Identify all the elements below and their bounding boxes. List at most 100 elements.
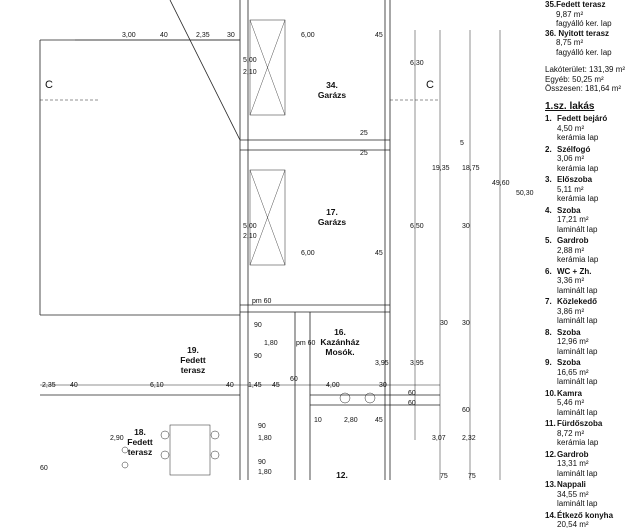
wall-lines	[39, 0, 501, 480]
room-19-num: 19.	[187, 345, 199, 355]
legend-room-number: 12.	[545, 449, 557, 459]
legend-room-heading: 1. Fedett bejáró	[545, 114, 640, 124]
room-17-num: 17.	[326, 207, 338, 217]
room-34-name: Garázs	[318, 90, 347, 100]
legend-room-name: Kamra	[557, 388, 582, 398]
legend-room-area: 2,88 m²	[557, 245, 585, 255]
room-34-num: 34.	[326, 80, 338, 90]
dimension-label: 90	[254, 322, 262, 329]
dimension-label: 60	[408, 400, 416, 407]
legend-room-heading: 9.Szoba	[545, 358, 640, 368]
summary-total-area: Összesen: 181,64 m²	[545, 84, 622, 93]
legend-room-heading: 11.Fürdőszoba	[545, 419, 640, 429]
legend-room-number: 10.	[545, 388, 557, 398]
dimension-label: 25	[360, 130, 368, 137]
room-19-sub: terasz	[181, 365, 206, 375]
dimension-label: 40	[70, 382, 78, 389]
legend-room-name: Szoba	[557, 205, 581, 215]
dimension-label: 49,60	[492, 180, 510, 187]
room-17-name: Garázs	[318, 217, 347, 227]
legend-item-title: 35.Fedett terasz	[545, 0, 606, 9]
legend-room-area: 5,11 m²	[557, 184, 584, 194]
room-18-num: 18.	[134, 427, 146, 437]
area-summary: Lakóterület: 131,39 m² Egyéb: 50,25 m² Ö…	[545, 65, 640, 94]
legend-room-finish: laminált lap	[557, 468, 598, 478]
legend-room-name: Gardrob	[557, 449, 589, 459]
dimension-label: 45	[375, 32, 383, 39]
room-16-num: 16.	[334, 327, 346, 337]
legend-room-number: 13.	[545, 480, 557, 489]
dimension-label: 60	[408, 390, 416, 397]
legend-room-number: 4.	[545, 205, 552, 215]
legend-room-heading: 13.Nappali	[545, 480, 640, 490]
legend-room-heading: 6.WC + Zh.	[545, 267, 640, 277]
legend-room-heading: 14.Étkező konyha	[545, 511, 640, 521]
room-label-17: 17.Garázs	[318, 207, 347, 227]
legend-room-number: 7.	[545, 297, 552, 306]
dimension-label: 25	[360, 150, 368, 157]
section-mark-right: C	[426, 79, 434, 91]
dimension-label: 60	[290, 376, 298, 383]
dimension-label: 60	[462, 407, 470, 414]
summary-other-area: Egyéb: 50,25 m²	[545, 74, 604, 84]
dimension-label: 90	[258, 423, 266, 430]
legend-room-area: 17,21 m²	[557, 215, 589, 224]
legend-room-heading: 7. Közlekedő	[545, 297, 640, 307]
summary-living-area: Lakóterület: 131,39 m²	[545, 65, 626, 74]
dimension-label: 30	[227, 32, 235, 39]
legend-room-heading: 5. Gardrob	[545, 236, 640, 246]
legend-room-number: 2.	[545, 144, 552, 154]
room-label-34: 34.Garázs	[318, 80, 347, 100]
legend-room-name: Étkező konyha	[557, 510, 614, 520]
dimension-label: 3,07	[432, 435, 446, 442]
legend-room-finish: kerámia lap	[557, 438, 599, 447]
dimension-label: 45	[375, 417, 383, 424]
legend-room-finish: laminált lap	[557, 285, 598, 295]
legend-room-number: 1.	[545, 114, 552, 123]
room-16-sub: Mosók.	[325, 347, 354, 357]
legend-room-name: Közlekedő	[557, 297, 598, 306]
dimension-label: 6,00	[301, 250, 315, 257]
legend-top-item: 35.Fedett terasz 9,87 m² fagyálló ker. l…	[545, 0, 640, 29]
dimension-label: 45	[375, 250, 383, 257]
dimension-label: 19,35	[432, 165, 450, 172]
legend-room-finish: kerámia lap	[557, 133, 599, 142]
legend-room-name: Gardrob	[557, 236, 589, 245]
legend-room-number: 5.	[545, 236, 552, 245]
legend-room-finish: laminált lap	[557, 499, 598, 508]
legend-room-number: 6.	[545, 266, 552, 276]
legend-room-heading: 8.Szoba	[545, 328, 640, 338]
unit-heading: 1.sz. lakás	[545, 100, 595, 112]
dimension-label: 90	[254, 353, 262, 360]
legend-item-area: 9,87 m²	[556, 9, 584, 19]
legend-room-name: Szoba	[557, 358, 581, 367]
room-19-name: Fedett	[180, 355, 206, 365]
legend-room-finish: kerámia lap	[557, 194, 599, 203]
dimension-label: 60	[40, 465, 48, 472]
dimension-label: 18,75	[462, 165, 480, 172]
legend-room-area: 13,31 m²	[557, 459, 589, 468]
dimension-label: pm 60	[296, 340, 316, 347]
legend-room-number: 8.	[545, 327, 552, 337]
dimension-label: 10	[314, 417, 322, 424]
dimension-label: 3,95	[375, 360, 389, 367]
dimension-label: 75	[440, 473, 448, 480]
legend-room-area: 5,46 m²	[557, 398, 585, 407]
dimension-label: 2,80	[344, 417, 358, 424]
dimension-label: 3,00	[122, 32, 136, 39]
section-mark-left: C	[45, 79, 53, 91]
legend-room-finish: laminált lap	[557, 346, 598, 356]
legend-room-name: Fedett bejáró	[557, 114, 608, 123]
legend-room-area: 4,50 m²	[557, 123, 585, 133]
dimension-label: 30	[379, 382, 387, 389]
room-legend: 35.Fedett terasz 9,87 m² fagyálló ker. l…	[545, 0, 640, 529]
dimension-label: 5	[460, 140, 464, 147]
legend-room-heading: 2.Szélfogó	[545, 145, 640, 155]
legend-top-item: 36. Nyitott terasz 8,75 m² fagyálló ker.…	[545, 29, 640, 58]
